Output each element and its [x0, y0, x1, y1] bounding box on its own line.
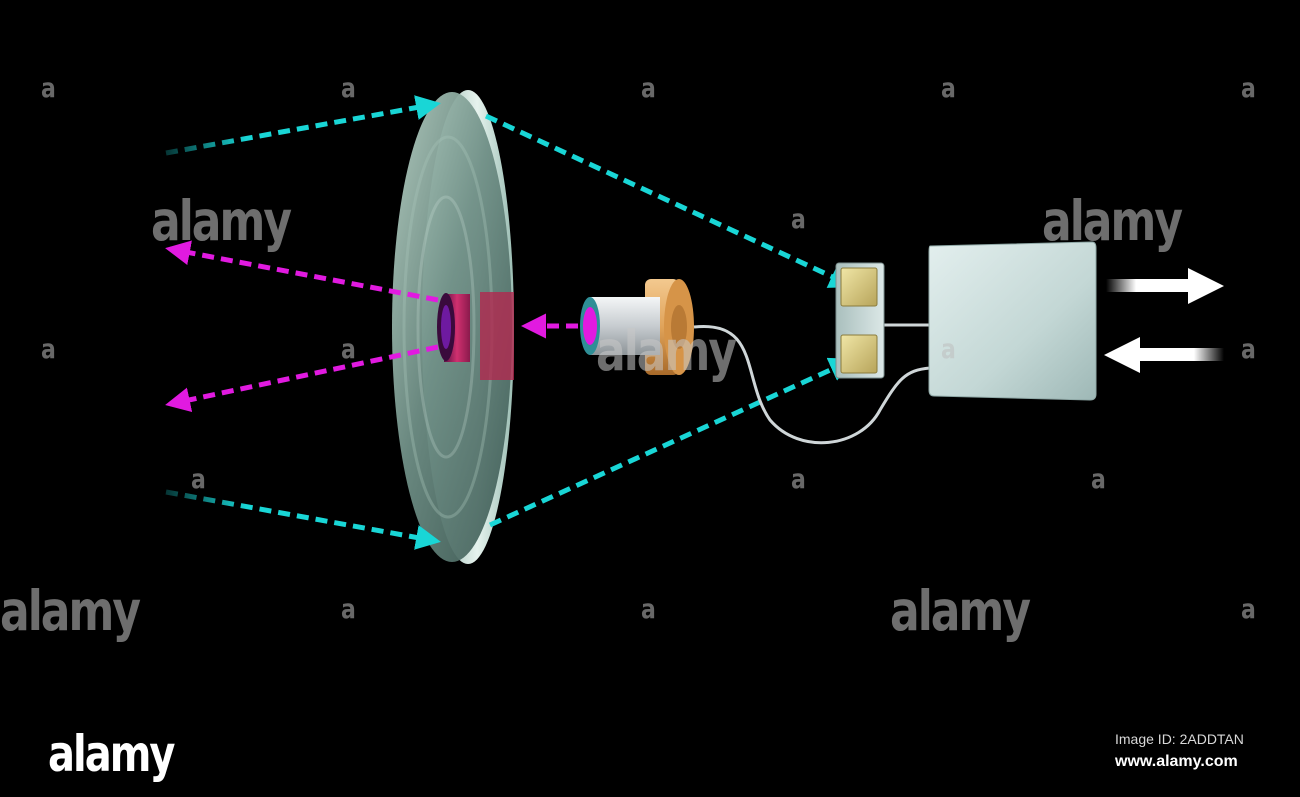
site-url: www.alamy.com	[1115, 753, 1238, 770]
input-arrow	[1104, 337, 1224, 373]
watermark-small: a	[1241, 335, 1256, 365]
signal-cables	[693, 323, 931, 445]
watermark-large: alamy	[0, 580, 141, 644]
output-arrow	[1106, 268, 1224, 304]
image-id: Image ID: 2ADDTAN	[1115, 731, 1244, 747]
watermark-small: a	[341, 595, 356, 625]
watermark-large: alamy	[1042, 190, 1183, 254]
watermark-small: a	[641, 74, 656, 104]
watermark-small: a	[941, 335, 956, 365]
watermark-small: a	[341, 335, 356, 365]
dish-hub	[437, 292, 514, 380]
watermark-small: a	[41, 74, 56, 104]
watermark-small: a	[341, 74, 356, 104]
transceiver-box	[928, 241, 1097, 401]
outgoing-ray-upper	[165, 240, 439, 303]
watermark-small: a	[1091, 465, 1106, 495]
receiver-module	[835, 262, 885, 379]
watermark-small: a	[791, 205, 806, 235]
watermark-small: a	[641, 595, 656, 625]
receiver-chip-top	[840, 267, 878, 307]
reflected-ray-bottom	[488, 357, 855, 528]
watermark-small: a	[41, 335, 56, 365]
reflected-ray-top	[484, 113, 855, 288]
alamy-logo: alamy	[48, 726, 175, 784]
receiver-chip-bottom	[840, 334, 878, 374]
feed-horn	[580, 279, 694, 375]
watermark-small: a	[941, 74, 956, 104]
outgoing-ray-lower	[165, 344, 439, 413]
incoming-ray-top	[165, 95, 441, 156]
watermark-small: a	[791, 465, 806, 495]
feed-cable	[693, 324, 931, 445]
watermark-small: a	[191, 465, 206, 495]
incoming-ray-bottom	[165, 489, 441, 550]
watermark-small: a	[1241, 595, 1256, 625]
received-signal-rays	[165, 95, 855, 550]
watermark-large: alamy	[596, 320, 737, 384]
watermark-large: alamy	[890, 580, 1031, 644]
watermark-large: alamy	[151, 190, 292, 254]
transmitted-signal-rays	[165, 240, 578, 413]
watermark-small: a	[1241, 74, 1256, 104]
